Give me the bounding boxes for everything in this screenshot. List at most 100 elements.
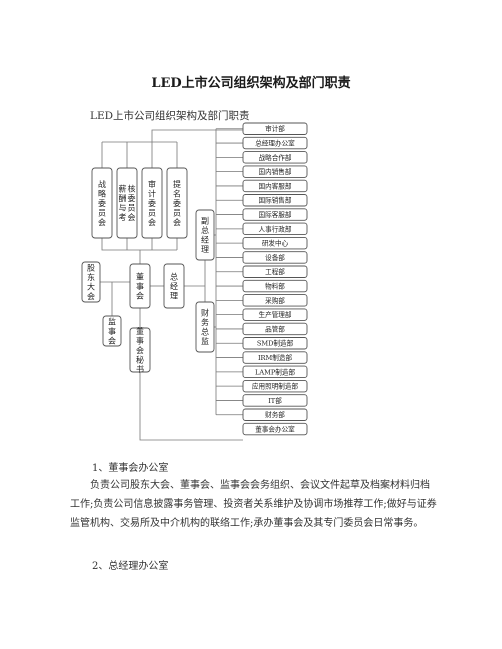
department-box-3	[242, 165, 308, 178]
department-box-2-label: 战略合作部	[259, 153, 292, 162]
committee-box-1-char: 考	[119, 213, 127, 222]
supervisors-box-char: 事	[108, 326, 116, 336]
department-box-9-label: 设备部	[265, 253, 285, 262]
gm-box	[163, 263, 185, 309]
committee-box-1-char: 会	[128, 212, 136, 222]
committee-box-1-char: 员	[128, 204, 136, 213]
shareholders-box-char: 大	[87, 282, 95, 292]
committee-box-3-char: 会	[173, 217, 181, 227]
committee-box-2-char: 员	[148, 208, 156, 217]
cfo-box-char: 监	[201, 336, 209, 346]
department-box-2	[242, 151, 308, 164]
department-box-20-label: 财务部	[265, 410, 285, 419]
department-box-6	[242, 208, 308, 221]
board-office-box-char: 书	[136, 364, 144, 374]
department-box-17-label: LAMP制造部	[255, 367, 296, 376]
committee-box-3-char: 名	[173, 188, 181, 198]
shareholders-box-char: 股	[87, 264, 95, 273]
department-box-10	[242, 265, 308, 278]
deputy-gm-box	[195, 209, 215, 261]
board-box	[129, 263, 151, 309]
committee-box-3	[166, 167, 188, 239]
section-heading-1: 1、董事会办公室	[92, 463, 169, 474]
department-box-11	[242, 279, 308, 293]
department-box-9	[242, 251, 308, 264]
department-box-18	[242, 379, 308, 393]
board-office-box-char: 董	[136, 326, 144, 336]
committee-box-2-char: 审	[148, 179, 156, 189]
shareholders-box	[81, 261, 101, 303]
section-body-1: 负责公司股东大会、董事会、监事会会务组织、会议文件起草及档案材料归档工作;负责公…	[70, 480, 437, 529]
department-box-10-label: 工程部	[265, 267, 285, 276]
cfo-box-char: 总	[201, 327, 209, 337]
cfo-box-char: 务	[201, 317, 209, 327]
department-box-11-label: 物料部	[265, 281, 285, 290]
department-box-8	[242, 236, 308, 250]
committee-bottom-bar	[101, 238, 177, 251]
committee-box-1-char: 酬	[119, 194, 127, 203]
supervisors-box	[102, 315, 122, 347]
committee-box-1-char: 核	[128, 184, 136, 194]
deputy-gm-box-char: 经	[201, 235, 209, 245]
section-heading-2: 2、总经理办公室	[92, 561, 169, 572]
committee-box-2-char: 委	[148, 198, 156, 208]
board-office-box-char: 会	[136, 345, 144, 355]
connector-lines	[100, 128, 243, 441]
committee-box-2-char: 计	[148, 188, 156, 198]
department-box-4	[242, 179, 308, 193]
committee-box-0-char: 委	[98, 198, 106, 208]
cfo-box	[195, 301, 215, 353]
committee-box-3-char: 提	[173, 179, 181, 189]
department-box-19	[242, 394, 308, 407]
department-box-15	[242, 337, 308, 350]
department-box-0	[242, 122, 308, 135]
department-box-13	[242, 308, 308, 321]
department-box-16-label: IRM制造部	[258, 353, 293, 362]
board-office-box	[129, 327, 151, 373]
department-box-1-label: 总经理办公室	[255, 138, 295, 147]
department-box-6-label: 国际客服部	[259, 210, 292, 219]
department-box-19-label: IT部	[268, 396, 282, 405]
supervisors-box-char: 会	[108, 335, 116, 345]
committee-box-1-char: 委	[128, 193, 136, 203]
deputy-gm-box-char: 总	[201, 225, 209, 235]
committee-box-1-char: 薪	[119, 184, 127, 194]
gm-box-char: 总	[170, 271, 178, 281]
board-box-char: 会	[136, 290, 144, 300]
cfo-box-char: 财	[201, 308, 209, 318]
committee-box-2	[141, 167, 163, 239]
committee-box-1-char: 与	[119, 204, 127, 213]
department-box-20	[242, 408, 308, 421]
deputy-gm-box-char: 副	[201, 217, 209, 226]
committee-box-3-char: 员	[173, 208, 181, 217]
committee-box-0-char: 员	[98, 208, 106, 217]
department-box-16	[242, 351, 308, 364]
department-box-21	[242, 422, 308, 436]
department-box-5-label: 国际销售部	[259, 196, 292, 205]
department-box-15-label: SMD制造部	[257, 339, 294, 348]
department-box-5	[242, 194, 308, 207]
board-office-box-char: 秘	[136, 354, 144, 364]
committee-box-1	[116, 167, 138, 239]
supervisors-box-char: 监	[108, 316, 116, 326]
department-box-17	[242, 365, 308, 379]
committee-to-audit	[151, 129, 243, 142]
deputy-gm-box-char: 理	[201, 245, 209, 254]
department-box-18-label: 应用照明制造部	[252, 382, 299, 391]
committee-box-0-char: 会	[98, 217, 106, 227]
department-box-12	[242, 294, 308, 307]
department-box-7	[242, 222, 308, 236]
org-boxes: 审计部总经理办公室战略合作部国内销售部国内客服部国际销售部国际客服部人事行政部研…	[81, 122, 308, 436]
department-box-0-label: 审计部	[265, 124, 285, 133]
shareholders-box-char: 会	[87, 291, 95, 301]
department-box-1	[242, 136, 308, 150]
department-box-4-label: 国内客服部	[259, 181, 292, 190]
department-box-7-label: 人事行政部	[259, 224, 292, 233]
board-box-char: 事	[136, 281, 144, 291]
board-box-char: 董	[136, 271, 144, 281]
committee-box-0-char: 战	[98, 179, 106, 189]
committee-box-0-char: 略	[98, 188, 106, 198]
department-box-14	[242, 322, 308, 336]
committee-box-2-char: 会	[148, 217, 156, 227]
